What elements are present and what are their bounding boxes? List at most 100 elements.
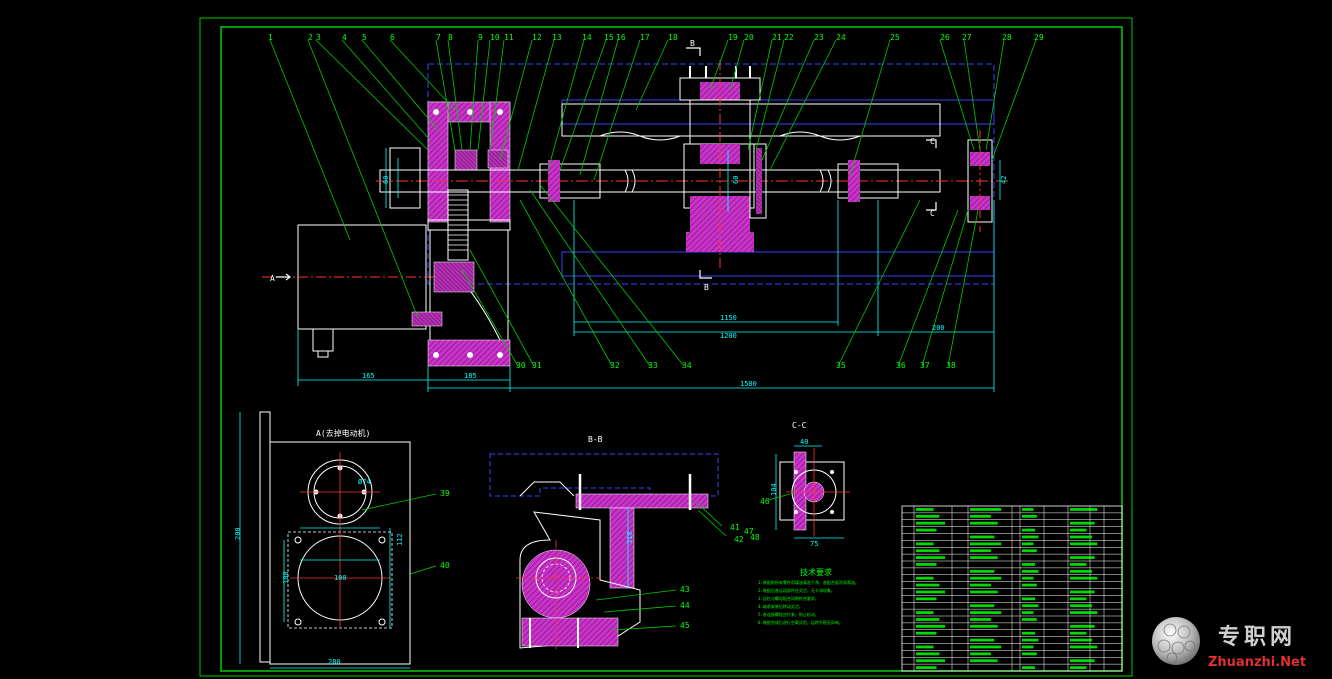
part-number-label: 17 bbox=[640, 33, 650, 42]
main-assembly-view: 1234567891011121314151617181920212223242… bbox=[262, 33, 1044, 630]
part-number-label: 37 bbox=[920, 361, 930, 370]
note-line: 1.装配前所有零件用煤油清洗干净，各配合面涂润滑油。 bbox=[758, 579, 859, 585]
watermark-cn: 专职网 bbox=[1218, 624, 1296, 650]
part-number-label: 39 bbox=[440, 489, 450, 498]
end-bearing bbox=[967, 130, 993, 232]
carriage-nut bbox=[679, 60, 767, 270]
table-cell-text bbox=[1070, 624, 1095, 628]
table-cell-text bbox=[1070, 535, 1092, 539]
table-cell-text bbox=[1070, 556, 1095, 559]
part-number-label: 47 bbox=[744, 527, 754, 536]
part-number-label: 34 bbox=[682, 361, 692, 370]
table-cell-text bbox=[1070, 631, 1087, 635]
table-cell-text bbox=[970, 645, 1002, 649]
part-number-label: 5 bbox=[362, 33, 367, 42]
table-cell-text bbox=[970, 514, 991, 518]
part-number-label: 41 bbox=[730, 523, 740, 532]
part-number-label: 36 bbox=[896, 361, 906, 370]
table-cell-text bbox=[916, 597, 937, 601]
part-number-label: 27 bbox=[962, 33, 972, 42]
watermark-en: Zhuanzhi.Net bbox=[1208, 655, 1306, 670]
part-number-label: 6 bbox=[390, 33, 395, 42]
table-cell-text bbox=[1022, 549, 1037, 553]
section-mark-b-top: B bbox=[690, 39, 695, 48]
table-cell-text bbox=[1022, 563, 1036, 566]
dim-a-phi74: Ø74 bbox=[358, 478, 371, 486]
table-cell-text bbox=[916, 576, 934, 580]
table-cell-text bbox=[1022, 604, 1039, 608]
notes-title: 技术要求 bbox=[800, 567, 832, 577]
outer-frame bbox=[199, 17, 1133, 677]
part-number-label: 33 bbox=[648, 361, 658, 370]
table-cell-text bbox=[1022, 611, 1034, 614]
part-number-label: 45 bbox=[680, 621, 690, 630]
part-number-label: 11 bbox=[504, 33, 514, 42]
table-cell-text bbox=[970, 618, 991, 621]
dim-200: 200 bbox=[932, 324, 945, 332]
table-cell-text bbox=[1070, 604, 1092, 608]
note-line: 6.装配完成后进行空载试验，运转平稳无异响。 bbox=[758, 619, 843, 625]
part-number-label: 7 bbox=[436, 33, 441, 42]
part-number-label: 4 bbox=[342, 33, 347, 42]
table-cell-text bbox=[1070, 542, 1098, 546]
table-cell-text bbox=[970, 624, 998, 628]
table-cell-text bbox=[916, 563, 937, 566]
table-cell-text bbox=[1022, 666, 1036, 669]
section-mark-b-bottom: B bbox=[704, 283, 709, 292]
table-cell-text bbox=[916, 624, 946, 628]
dim-185: 185 bbox=[464, 372, 477, 380]
part-number-label: 29 bbox=[1034, 33, 1044, 42]
table-cell-text bbox=[916, 645, 934, 649]
part-number-label: 42 bbox=[734, 535, 744, 544]
dim-bb-118: 118 bbox=[626, 531, 634, 544]
part-number-label: 8 bbox=[448, 33, 453, 42]
part-number-label: 1 bbox=[268, 33, 273, 42]
table-cell-text bbox=[916, 618, 940, 621]
table-cell-text bbox=[1022, 542, 1034, 546]
table-cell-text bbox=[970, 576, 1002, 580]
dim-165: 165 bbox=[362, 372, 375, 380]
part-number-label: 26 bbox=[940, 33, 950, 42]
part-number-label: 48 bbox=[750, 533, 760, 542]
part-number-label: 46 bbox=[760, 497, 770, 506]
part-number-label: 21 bbox=[772, 33, 782, 42]
part-number-label: 35 bbox=[836, 361, 846, 370]
table-cell-text bbox=[1070, 659, 1095, 663]
lead-screw bbox=[376, 147, 1010, 209]
table-cell-text bbox=[916, 556, 946, 559]
section-bb-title: B-B bbox=[588, 435, 603, 444]
table-cell-text bbox=[1022, 535, 1039, 539]
part-number-label: 3 bbox=[316, 33, 321, 42]
table-cell-text bbox=[916, 514, 940, 518]
table-cell-text bbox=[1070, 528, 1087, 532]
table-cell-text bbox=[970, 611, 1002, 614]
part-number-label: 15 bbox=[604, 33, 614, 42]
part-number-label: 44 bbox=[680, 601, 690, 610]
section-bb: 118 B-B bbox=[489, 435, 727, 650]
table-cell-text bbox=[1022, 638, 1039, 642]
table-cell-text bbox=[1070, 666, 1087, 669]
section-mark-c-bottom: C bbox=[930, 209, 935, 218]
dim-a-100v: 100 bbox=[282, 571, 290, 584]
part-number-label: 40 bbox=[440, 561, 450, 570]
table-cell-text bbox=[970, 583, 991, 587]
table-cell-text bbox=[916, 508, 934, 511]
table-cell-text bbox=[970, 590, 998, 594]
part-number-label: 24 bbox=[836, 33, 846, 42]
table-cell-text bbox=[916, 528, 937, 532]
table-cell-text bbox=[1070, 638, 1092, 642]
table-cell-text bbox=[970, 542, 1002, 546]
table-cell-text bbox=[1070, 576, 1098, 580]
table-cell-text bbox=[916, 652, 940, 656]
table-cell-text bbox=[916, 659, 946, 663]
table-cell-text bbox=[916, 583, 940, 587]
table-cell-text bbox=[970, 659, 998, 663]
table-cell-text bbox=[1022, 508, 1034, 511]
dim-1580: 1580 bbox=[740, 380, 757, 388]
table-cell-text bbox=[1070, 597, 1087, 601]
part-number-label: 23 bbox=[814, 33, 824, 42]
table-cell-text bbox=[1022, 569, 1039, 573]
dim-a-100: 100 bbox=[334, 574, 347, 582]
part-number-label: 9 bbox=[478, 33, 483, 42]
